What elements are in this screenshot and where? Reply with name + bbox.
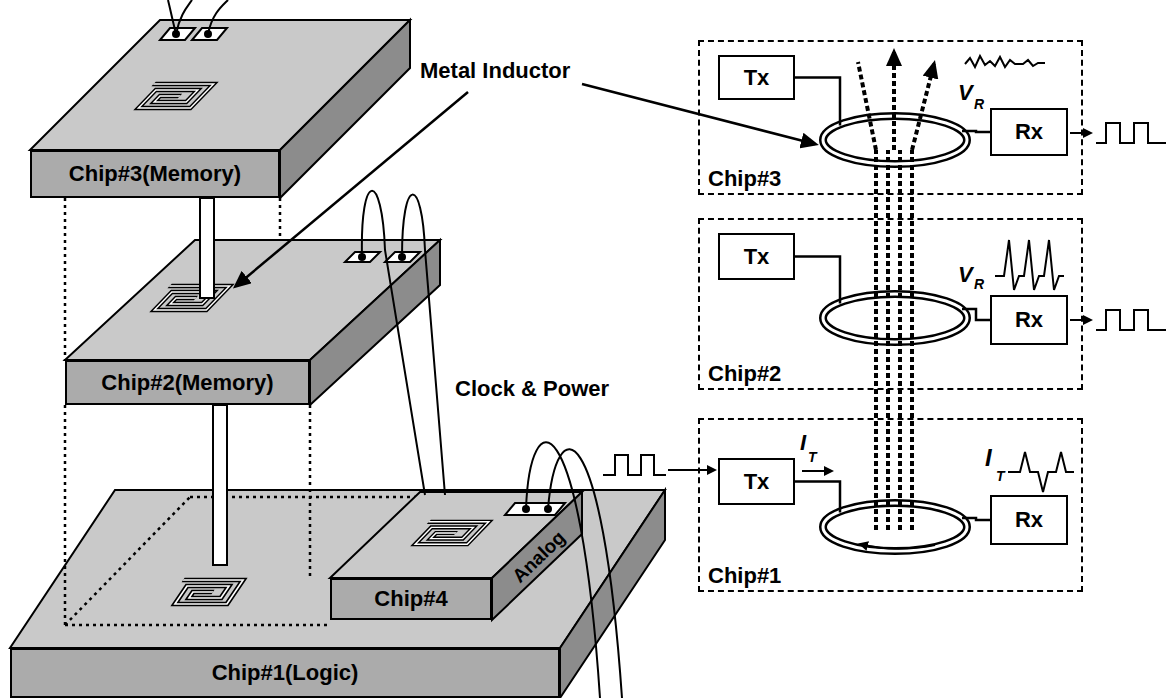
chip3-slab bbox=[30, 20, 410, 198]
signal-name: V bbox=[958, 262, 973, 287]
signal-name: I bbox=[800, 430, 806, 455]
support-post bbox=[200, 198, 214, 298]
chip-frame: Chip#2 TxRx bbox=[698, 218, 1083, 390]
transceiver-box: Rx bbox=[990, 295, 1068, 345]
signal-subscript: R bbox=[974, 96, 984, 112]
node-label: Rx bbox=[1015, 307, 1043, 332]
inductor-wire bbox=[795, 482, 990, 521]
chip-front-face: Chip#1(Logic) bbox=[10, 648, 560, 698]
chip-frame: Chip#1 TxRx bbox=[698, 418, 1083, 592]
chip-front-face: Chip#3(Memory) bbox=[30, 150, 280, 198]
inductor-loops bbox=[823, 116, 967, 551]
node-label: Chip#2 bbox=[708, 361, 781, 386]
callout-label: Clock & Power bbox=[455, 376, 609, 401]
node-label: Chip#4 bbox=[374, 586, 447, 611]
node-sublabel: Analog bbox=[508, 527, 569, 587]
inductor-wire bbox=[795, 78, 990, 133]
inductor-wire bbox=[795, 257, 990, 321]
node-label: Rx bbox=[1015, 119, 1043, 144]
node-label: Chip#1 bbox=[708, 563, 781, 588]
signal-name: I bbox=[985, 444, 992, 472]
transceiver-box: Tx bbox=[718, 55, 795, 100]
magnetic-flux bbox=[858, 52, 934, 530]
metal-inductor bbox=[146, 286, 229, 310]
metal-inductor bbox=[407, 522, 489, 544]
node-label: Chip#1(Logic) bbox=[212, 660, 359, 685]
callout-label: Metal Inductor bbox=[420, 58, 570, 83]
signal-subscript: R bbox=[974, 276, 984, 292]
chip-frame: Chip#3 TxRx bbox=[698, 40, 1083, 195]
current-direction bbox=[860, 544, 935, 549]
transceiver-box: Tx bbox=[718, 458, 795, 505]
node-label: Tx bbox=[744, 244, 770, 269]
bond-pads bbox=[160, 28, 227, 40]
chip1-slab bbox=[10, 490, 665, 698]
node-label: Chip#2(Memory) bbox=[101, 370, 273, 395]
leader-lines bbox=[236, 84, 815, 286]
bond-wires bbox=[168, 0, 622, 698]
chip-front-face: Chip#4Analog bbox=[330, 578, 492, 620]
metal-inductor bbox=[130, 84, 213, 108]
bond-pads bbox=[505, 503, 565, 515]
support-post bbox=[213, 405, 227, 565]
node-label: Rx bbox=[1015, 507, 1043, 532]
signal-subscript: T bbox=[996, 468, 1005, 484]
transceiver-box: Rx bbox=[990, 108, 1068, 156]
chip4-slab bbox=[330, 492, 582, 620]
chip2-slab bbox=[65, 240, 440, 405]
node-label: Tx bbox=[744, 65, 770, 90]
current-arrow bbox=[802, 470, 832, 472]
transceiver-box: Rx bbox=[990, 495, 1068, 545]
node-label: Chip#3(Memory) bbox=[69, 161, 241, 186]
node-label: Chip#3 bbox=[708, 166, 781, 191]
node-label: Tx bbox=[744, 469, 770, 494]
transceiver-box: Tx bbox=[718, 233, 795, 280]
bond-pads bbox=[345, 252, 420, 262]
signal-subscript: T bbox=[808, 449, 817, 465]
metal-inductor bbox=[167, 580, 243, 604]
chip-front-face: Chip#2(Memory) bbox=[65, 360, 310, 405]
signal-name: V bbox=[958, 80, 973, 105]
